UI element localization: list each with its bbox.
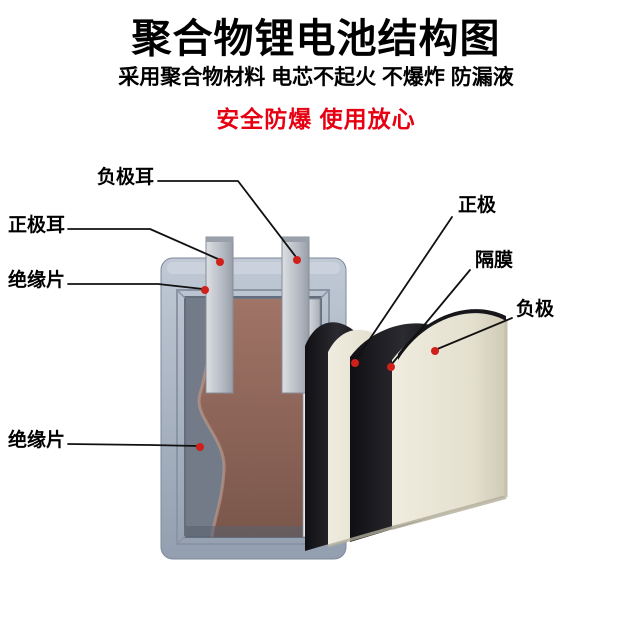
pointer-dots [196, 256, 439, 451]
leader-line-negative-tab [157, 180, 297, 258]
label-negative-tab: 负极耳 [97, 167, 155, 188]
interior-bottom-shadow [186, 526, 320, 537]
electrode-top-ribbon [398, 309, 506, 360]
pointer-dot-negative-tab [293, 256, 301, 264]
leader-line-insulation-top [67, 283, 204, 290]
pointer-dot-positive-tab [216, 258, 224, 266]
leader-line-positive-electrode [354, 216, 453, 362]
subtitle-text: 采用聚合物材料 电芯不起火 不爆炸 防漏液 [118, 66, 514, 89]
label-positive-tab: 正极耳 [8, 215, 66, 236]
leader-line-insulation-bottom [67, 443, 199, 447]
label-negative-electrode: 负极 [516, 299, 555, 320]
sheet-bottom-shadow-outer [391, 495, 507, 530]
leader-line-positive-tab [67, 228, 219, 260]
pointer-dot-insulation-bottom [196, 443, 204, 451]
leader-line-negative-electrode [434, 317, 513, 351]
pointer-dot-negative-electrode [431, 347, 439, 355]
label-insulation-sheet-bottom: 绝缘片 [8, 430, 66, 451]
safety-note: 安全防爆 使用放心 [216, 106, 416, 132]
sheet-bottom-shadow-inner [327, 524, 399, 548]
pointer-dot-separator [387, 363, 395, 371]
pointer-dot-insulation-top [201, 286, 209, 294]
layer-stack [305, 309, 508, 551]
leader-lines [67, 180, 513, 447]
label-separator: 隔膜 [475, 250, 514, 271]
label-insulation-sheet-top: 绝缘片 [8, 270, 66, 291]
positive-tab-cap [206, 237, 233, 242]
negative-tab-cap [282, 237, 309, 242]
pointer-dot-positive-electrode [351, 359, 359, 367]
case-top-highlight [167, 262, 340, 274]
label-positive-electrode: 正极 [458, 195, 497, 216]
frame-corner-miters [176, 289, 330, 545]
separator-sheet-outer [392, 313, 506, 528]
page-title: 聚合物锂电池结构图 [131, 17, 501, 61]
leader-line-separator [390, 269, 471, 366]
